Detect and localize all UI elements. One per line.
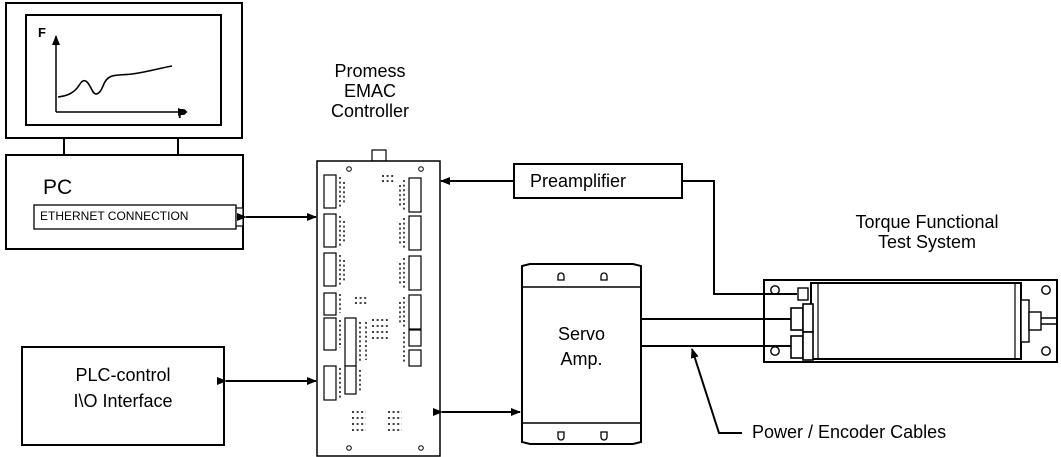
torque-system-label-line1: Torque Functional [855,212,999,232]
plot-y-axis-label: F [38,25,46,40]
controller-title: Promess EMAC Controller [318,61,422,121]
controller-title-line2: EMAC [343,81,396,102]
preamplifier-box [513,163,683,199]
plot-x-axis-label: P [178,106,187,121]
torque-test-system [763,279,1058,363]
connector-small [797,287,809,301]
monitor [5,2,243,157]
board-pin-markings [339,175,405,431]
connector-power-shell [802,303,814,333]
plc-label-line1: PLC-control [75,365,171,385]
servo-label-line2: Amp. [560,349,603,370]
terminal-block [323,213,337,248]
terminal-block [408,255,422,291]
terminal-block [323,317,337,351]
terminal-block [323,174,337,209]
controller-title-line1: Promess [334,61,406,81]
emac-controller-board [316,149,441,457]
terminal-block [323,252,337,287]
preamplifier-label: Preamplifier [530,171,627,191]
mount-hole [418,166,424,172]
mount-hole [346,445,352,451]
terminal-block [408,329,422,347]
servo-label: Servo Amp. [522,322,641,372]
connector-power [790,307,804,331]
cables-callout-arrow [690,348,742,434]
pc-box [5,154,244,250]
terminal-block [408,349,422,367]
torque-system-label: Torque Functional Test System [815,212,1039,252]
servo-mount-slot [557,272,565,281]
base-mount-hole [1041,285,1051,295]
force-curve [57,65,173,98]
base-mount-hole [1041,346,1051,356]
pc [5,154,244,250]
terminal-block [344,317,357,367]
terminal-block [408,177,422,213]
mount-hole [346,166,352,172]
torque-system-label-line2: Test System [877,232,977,253]
output-shaft-flange [1020,299,1030,343]
cables-label: Power / Encoder Cables [752,422,947,442]
terminal-block [323,292,337,316]
servo-label-line1: Servo [557,324,606,344]
terminal-block [323,365,337,401]
terminal-block [408,294,422,330]
monitor-screen [25,14,222,126]
mount-hole [418,445,424,451]
connector-encoder [790,335,804,359]
output-shaft [1028,311,1042,331]
plc-interface-box [21,346,225,446]
connections [217,177,797,434]
terminal-block [344,365,357,395]
servo-mount-slot [557,431,565,441]
servo-mount-slot [600,272,608,281]
servo-amp-body [521,263,642,445]
plc-label: PLC-control I\O Interface [22,362,224,414]
pc-label: PC [43,176,73,199]
ethernet-port [235,207,244,227]
torque-main-body [810,282,1022,360]
terminal-block [408,215,422,251]
sensor-cable [683,180,797,295]
servo-amplifier [521,263,642,445]
plc-label-line2: I\O Interface [73,391,173,412]
ethernet-connection-box [33,204,237,230]
controller-top-tab [371,149,387,162]
controller-title-line3: Controller [330,101,410,122]
ethernet-connection-label: ETHERNET CONNECTION [40,209,189,223]
connector-encoder-shell [802,331,814,361]
monitor-stand [63,137,179,157]
servo-mount-slot [600,431,608,441]
